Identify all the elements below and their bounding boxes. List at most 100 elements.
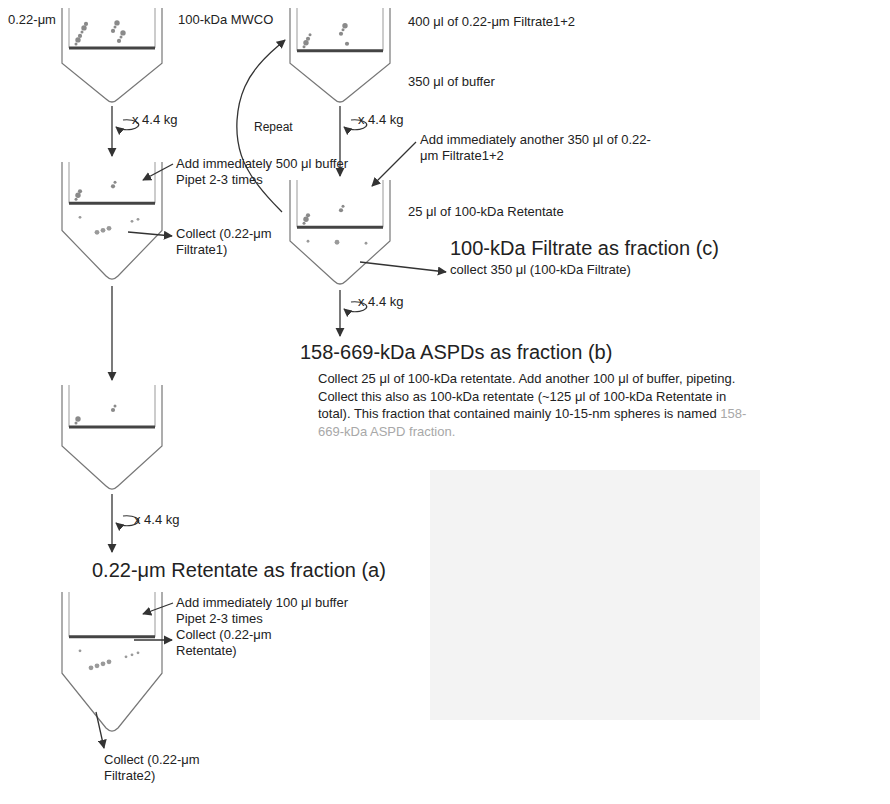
process-arrow <box>143 603 173 614</box>
collect-note: Collect (0.22-μm Filtrate1) <box>176 226 296 257</box>
filter-insert <box>69 162 155 203</box>
particle <box>79 649 82 652</box>
tube-body <box>62 162 162 279</box>
filter-tube <box>290 8 390 102</box>
particle <box>95 663 100 668</box>
particle <box>78 34 82 38</box>
spin-speed: x 4.4 kg <box>134 512 180 528</box>
particle <box>342 205 345 208</box>
particle <box>101 661 106 666</box>
particle <box>339 208 343 212</box>
process-arrow <box>339 290 340 336</box>
filter-tube <box>62 8 162 102</box>
particle <box>303 222 306 225</box>
particle <box>75 37 80 42</box>
particle <box>120 30 125 35</box>
step-note: Add immediately 100 μl buffer Pipet 2-3 … <box>176 595 366 626</box>
collect-note: Collect (0.22-μm Retentate) <box>176 627 296 658</box>
process-arrow <box>372 142 416 186</box>
step-note: Add immediately 500 μl buffer Pipet 2-3 … <box>176 156 376 187</box>
filter-insert <box>69 8 155 48</box>
filter-membrane <box>69 202 155 205</box>
filter-membrane <box>69 46 155 49</box>
tube-body <box>62 8 162 102</box>
particle <box>75 416 80 421</box>
print-shadow <box>430 470 760 720</box>
particle <box>107 226 112 231</box>
particle <box>114 181 117 184</box>
filter-tube <box>290 180 390 284</box>
particle <box>75 193 80 198</box>
particle <box>137 218 140 221</box>
process-arrow <box>111 286 112 380</box>
particle <box>131 653 134 656</box>
filter-insert <box>297 8 383 51</box>
particle <box>117 39 121 43</box>
particle <box>342 28 345 31</box>
filter-label: 0.22-μm <box>8 12 56 28</box>
process-arrow <box>143 164 173 180</box>
particle <box>75 422 78 425</box>
filter-membrane <box>69 426 155 429</box>
filter-membrane <box>69 635 155 638</box>
process-arrow <box>360 262 446 272</box>
process-arrow <box>111 106 112 156</box>
particle <box>78 189 82 193</box>
filter-insert <box>297 180 383 227</box>
process-arrow <box>111 494 112 552</box>
particle <box>345 42 349 46</box>
collect-note: collect 350 μl (100-kDa Filtrate) <box>450 262 631 278</box>
particle <box>107 659 112 664</box>
volume-note: 350 μl of buffer <box>408 74 495 90</box>
filter-tube <box>62 385 162 489</box>
fraction-heading: 158-669-kDa ASPDs as fraction (b) <box>300 340 612 364</box>
particle <box>125 655 128 658</box>
particle <box>111 408 115 412</box>
particle <box>81 25 86 30</box>
particle <box>79 216 82 219</box>
particle <box>306 213 310 217</box>
volume-note: 400 μl of 0.22-μm Filtrate1+2 <box>408 14 575 30</box>
particle <box>111 29 115 33</box>
particle <box>75 42 78 45</box>
repeat-note: Repeat <box>254 120 293 134</box>
filter-label: 100-kDa MWCO <box>178 12 273 28</box>
tube-body <box>290 180 390 284</box>
step-note: Add immediately another 350 μl of 0.22-μ… <box>420 132 660 163</box>
particle <box>95 230 100 235</box>
particle <box>309 33 312 36</box>
particle <box>131 220 134 223</box>
particle <box>306 37 310 41</box>
process-arrow <box>96 712 104 748</box>
particle <box>303 45 306 48</box>
fraction-heading: 0.22-μm Retentate as fraction (a) <box>92 558 386 582</box>
volume-note: 25 μl of 100-kDa Retentate <box>408 204 564 220</box>
filter-membrane <box>297 49 383 52</box>
spin-speed: x 4.4 kg <box>358 112 404 128</box>
collect-note: Collect (0.22-μm Filtrate2) <box>104 752 224 783</box>
tube-body <box>290 8 390 102</box>
fraction-heading: 100-kDa Filtrate as fraction (c) <box>450 236 719 260</box>
particle <box>335 240 340 245</box>
filter-insert <box>69 592 155 637</box>
particle <box>84 22 88 26</box>
particle <box>114 25 117 28</box>
process-arrow <box>128 232 172 236</box>
particle <box>365 242 368 245</box>
particle <box>114 405 117 408</box>
spin-speed: x 4.4 kg <box>132 112 178 128</box>
particle <box>81 30 84 33</box>
particle <box>339 32 343 36</box>
particle <box>342 23 347 28</box>
tube-body <box>62 385 162 489</box>
particle <box>120 35 123 38</box>
particle <box>111 184 115 188</box>
filter-membrane <box>297 226 383 229</box>
filter-insert <box>69 385 155 427</box>
particle <box>89 665 94 670</box>
fraction-description: Collect 25 μl of 100-kDa retentate. Add … <box>318 370 748 440</box>
particle <box>137 651 140 654</box>
particle <box>303 217 308 222</box>
particle <box>75 198 78 201</box>
